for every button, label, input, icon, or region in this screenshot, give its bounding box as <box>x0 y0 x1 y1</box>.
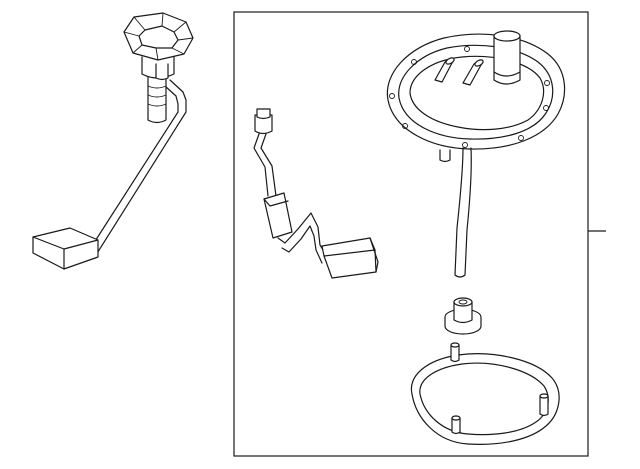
fuel-sender-unit[interactable] <box>32 12 194 270</box>
lock-ring[interactable] <box>410 342 560 445</box>
fuel-level-sensor-harness[interactable] <box>253 108 379 279</box>
fuel-pump-module-flange[interactable] <box>386 30 566 278</box>
assembly-group-frame <box>233 11 589 457</box>
fuel-filter-strainer[interactable] <box>444 297 482 335</box>
